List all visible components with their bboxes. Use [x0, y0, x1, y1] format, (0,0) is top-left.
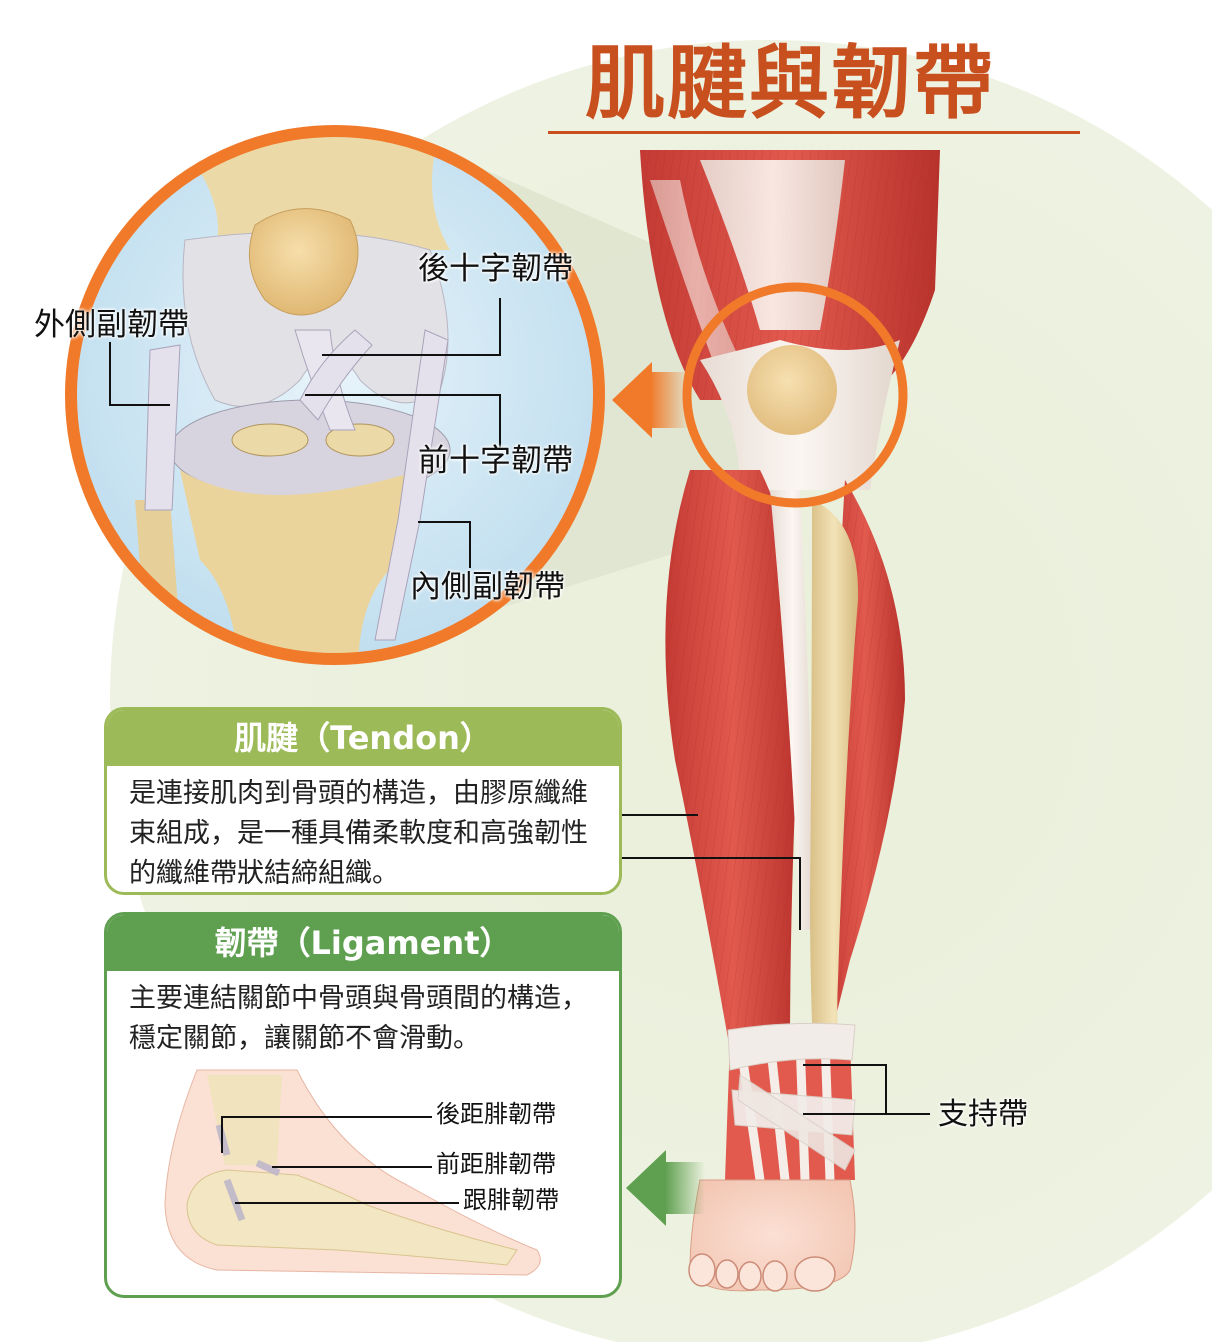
- tendon-card: 肌腱（Tendon） 是連接肌肉到骨頭的構造，由膠原纖維束組成，是一種具備柔軟度…: [104, 707, 622, 895]
- label-posterior-cruciate-ligament: 後十字韌帶: [418, 251, 573, 287]
- ligament-card: 韌帶（Ligament） 主要連結關節中骨頭與骨頭間的構造，穩定關節，讓關節不會…: [104, 912, 622, 1298]
- label-posterior-talofibular-ligament: 後距腓韌帶: [436, 1100, 556, 1128]
- ankle-illustration: [164, 1069, 541, 1276]
- tendon-card-heading: 肌腱（Tendon）: [107, 710, 619, 766]
- leg-leaders: [622, 814, 930, 1115]
- knee-zoom: [65, 125, 605, 665]
- page-title: 肌腱與韌帶: [585, 37, 995, 130]
- label-medial-collateral-ligament: 內側副韌帶: [410, 569, 565, 605]
- arrow-orange-icon: [612, 362, 690, 438]
- ligament-card-heading: 韌帶（Ligament）: [107, 915, 619, 971]
- knee-leaders: [109, 298, 501, 568]
- label-retinaculum: 支持帶: [938, 1097, 1028, 1132]
- tendon-card-body: 是連接肌肉到骨頭的構造，由膠原纖維束組成，是一種具備柔軟度和高強韌性的纖維帶狀結…: [129, 778, 588, 889]
- label-calcaneofibular-ligament: 跟腓韌帶: [463, 1186, 559, 1214]
- label-lateral-collateral-ligament: 外側副韌帶: [34, 307, 189, 343]
- ligament-card-body: 主要連結關節中骨頭與骨頭間的構造，穩定關節，讓關節不會滑動。: [129, 983, 588, 1054]
- title-underline: [548, 131, 1080, 134]
- arrow-green-icon: [626, 1150, 705, 1226]
- label-anterior-talofibular-ligament: 前距腓韌帶: [436, 1150, 556, 1178]
- label-anterior-cruciate-ligament: 前十字韌帶: [418, 443, 573, 479]
- leg: [640, 150, 940, 1292]
